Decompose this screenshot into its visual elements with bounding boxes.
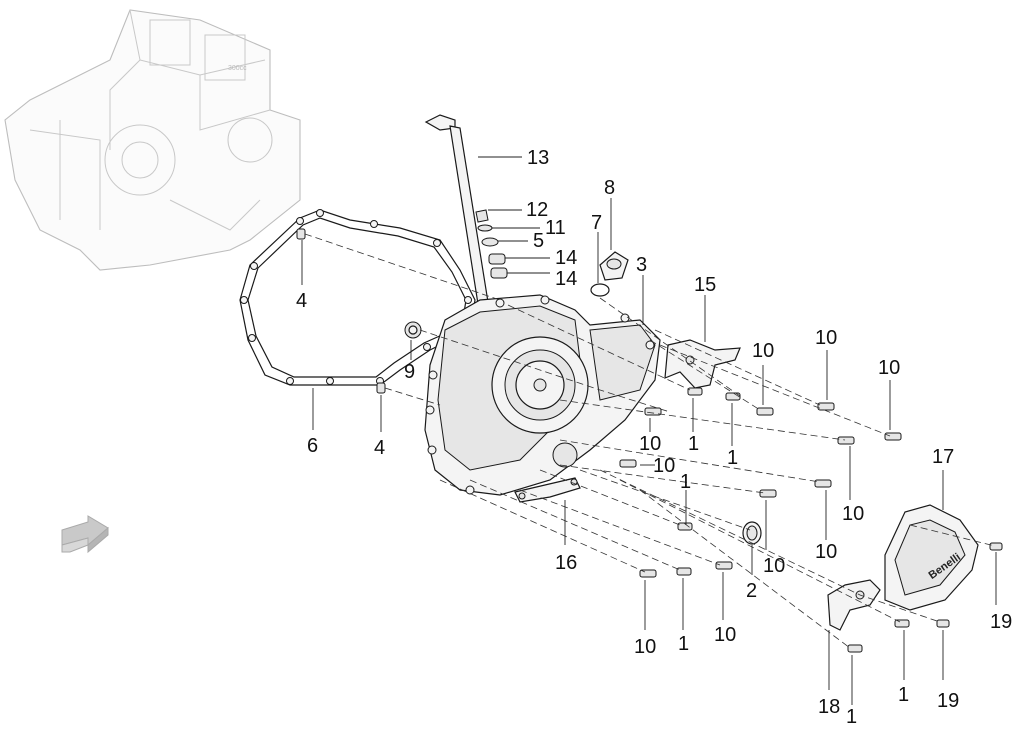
callout-6: 6 — [307, 435, 318, 457]
bolt-part-10 — [644, 407, 662, 416]
bolt-part-1 — [894, 619, 910, 628]
bracket-part-15 — [664, 339, 741, 389]
clip-part-11 — [477, 224, 493, 232]
callout-16: 16 — [555, 552, 577, 574]
callout-14-b: 14 — [555, 268, 577, 290]
bracket-part-18 — [827, 579, 881, 631]
bushing-part-14 — [488, 253, 508, 279]
arrow-right-icon[interactable] — [61, 515, 109, 554]
bolts-group — [619, 387, 1003, 653]
engine-block-ghost: 300cc — [4, 9, 301, 271]
callout-10-f: 10 — [842, 503, 864, 525]
callout-15: 15 — [694, 274, 716, 296]
callout-17: 17 — [932, 446, 954, 468]
shift-shaft-part-13 — [424, 114, 489, 305]
bolt-part-10 — [884, 432, 902, 441]
callout-10-c: 10 — [878, 357, 900, 379]
callout-10-i: 10 — [634, 636, 656, 658]
callout-1-f: 1 — [846, 706, 857, 728]
callout-5: 5 — [533, 230, 544, 252]
bolt-part-10 — [759, 489, 777, 498]
filler-cap-part-8 — [599, 251, 629, 281]
callout-1-d: 1 — [678, 633, 689, 655]
bolt-part-1 — [847, 644, 863, 653]
callout-1-a: 1 — [688, 433, 699, 455]
leader-lines — [301, 156, 997, 705]
callout-13: 13 — [527, 147, 549, 169]
bolt-part-1 — [676, 567, 692, 576]
callout-10-b: 10 — [815, 327, 837, 349]
seal-part-2 — [742, 521, 762, 545]
bolt-part-10 — [619, 459, 637, 468]
engine-logo: 300cc — [228, 65, 247, 72]
callout-1-c: 1 — [680, 471, 691, 493]
callout-11: 11 — [545, 217, 566, 239]
plug-part-9 — [404, 321, 422, 339]
sprocket-cover-part-17: Benelli — [884, 504, 979, 611]
callout-1-e: 1 — [898, 684, 909, 706]
callout-19-a: 19 — [990, 611, 1012, 633]
callout-12: 12 — [526, 199, 548, 221]
callout-8: 8 — [604, 177, 615, 199]
bracket-part-16 — [514, 477, 581, 503]
bolt-part-19 — [936, 619, 950, 628]
dowel-pin-part-4 — [296, 228, 386, 394]
callout-10-h: 10 — [763, 555, 785, 577]
bolt-part-1 — [677, 522, 693, 531]
callout-9: 9 — [404, 361, 415, 383]
callout-10-d: 10 — [639, 433, 661, 455]
bolt-part-10 — [837, 436, 855, 445]
gasket-part-6 — [239, 209, 476, 386]
o-ring-part-7 — [590, 283, 610, 297]
spring-part-12 — [475, 209, 489, 223]
callout-10-j: 10 — [714, 624, 736, 646]
bolt-part-1 — [687, 387, 703, 396]
callout-10-g: 10 — [815, 541, 837, 563]
callout-14-a: 14 — [555, 247, 577, 269]
callout-10-a: 10 — [752, 340, 774, 362]
bolt-part-10 — [814, 479, 832, 488]
callout-4-b: 4 — [374, 437, 385, 459]
bolt-part-10 — [715, 561, 733, 570]
callout-labels: 13 12 11 5 14 14 8 7 3 15 4 9 6 4 10 10 … — [296, 147, 1012, 728]
callout-19-b: 19 — [937, 690, 959, 712]
callout-7: 7 — [591, 212, 602, 234]
callout-10-e: 10 — [653, 455, 675, 477]
callout-18: 18 — [818, 696, 840, 718]
clutch-cover-part-3 — [424, 294, 661, 496]
callout-1-b: 1 — [727, 447, 738, 469]
bolt-part-10 — [817, 402, 835, 411]
callout-3: 3 — [636, 254, 647, 276]
washer-part-5 — [481, 237, 499, 247]
callout-4-a: 4 — [296, 290, 307, 312]
callout-2: 2 — [746, 580, 757, 602]
bolt-part-10 — [756, 407, 774, 416]
assembly-lines — [304, 233, 996, 649]
bolt-part-19 — [989, 542, 1003, 551]
